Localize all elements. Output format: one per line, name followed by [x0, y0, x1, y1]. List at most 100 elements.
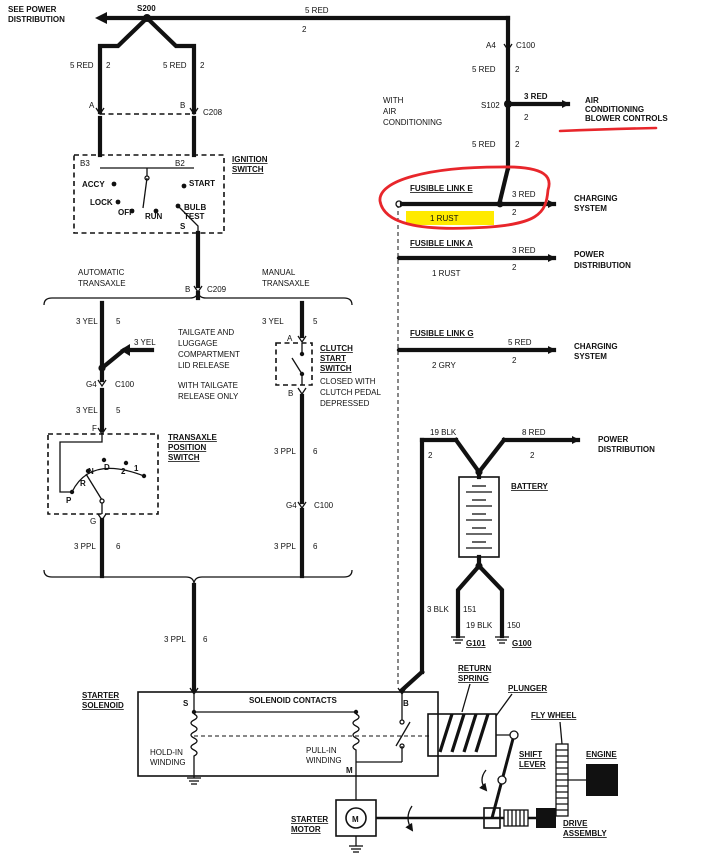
red-underline-annotation [558, 126, 658, 133]
clutch-note: CLUTCH PEDAL [320, 388, 381, 397]
wire-number: 150 [507, 621, 521, 630]
wire-number: 5 [313, 317, 318, 326]
wire-number: 2 [428, 451, 433, 460]
connector-c208-label: C208 [203, 108, 223, 117]
with-tailgate-note: WITH TAILGATE [178, 381, 238, 390]
starter-motor-label: STARTER [291, 815, 328, 824]
pull-in-winding-coil [352, 713, 360, 762]
with-ac-note: WITH [383, 96, 404, 105]
connector-b-label: B [180, 101, 185, 110]
hold-in-winding-label-2: WINDING [150, 758, 186, 767]
plunger-label: PLUNGER [508, 684, 547, 693]
wire-label: 3 RED [524, 92, 548, 101]
wire-number: 2 [530, 451, 535, 460]
terminal-b-label: B [403, 699, 409, 708]
wire-label: 5 RED [508, 338, 532, 347]
return-spring-label: RETURN [458, 664, 492, 673]
terminal-s-label: S [183, 699, 189, 708]
ac-blower-controls-label-3: BLOWER CONTROLS [585, 114, 668, 123]
wire-number: 2 [302, 25, 307, 34]
ignition-position-test: TEST [184, 212, 205, 221]
pull-in-winding-label-2: WINDING [306, 756, 342, 765]
clutch-start-switch-title: SWITCH [320, 364, 352, 373]
transaxle-section: AUTOMATIC TRANSAXLE MANUAL TRANSAXLE 3 Y… [43, 268, 381, 693]
power-distribution-label-2: DISTRIBUTION [574, 261, 631, 270]
wire-label: 3 PPL [274, 542, 296, 551]
ignition-position-start: START [189, 179, 215, 188]
wire-number: 2 [512, 356, 517, 365]
battery-cells [466, 485, 492, 549]
wire-label: 5 RED [163, 61, 187, 70]
clutch-note: CLOSED WITH [320, 377, 376, 386]
solenoid-housing [137, 691, 439, 777]
wire-label: 3 PPL [274, 447, 296, 456]
connector-c100-label: C100 [115, 380, 135, 389]
ground-icon [349, 845, 363, 853]
wire-label: 19 BLK [430, 428, 457, 437]
see-power-distribution-label: SEE POWER [8, 5, 57, 14]
wire-number: 2 [515, 65, 520, 74]
tailgate-release-label: COMPARTMENT [178, 350, 240, 359]
connector-f-label: F [92, 424, 97, 433]
engine-label: ENGINE [586, 750, 617, 759]
wire-number: 6 [116, 542, 121, 551]
tailgate-release-label: LID RELEASE [178, 361, 230, 370]
yellow-highlight [406, 211, 494, 225]
wire-label: 3 YEL [134, 338, 156, 347]
terminal-b2-label: B2 [175, 159, 185, 168]
ignition-position-bulb: BULB [184, 203, 206, 212]
engine-icon [586, 764, 618, 796]
wire-label: 3 YEL [76, 406, 98, 415]
fusible-link-a-label: FUSIBLE LINK A [410, 239, 473, 248]
fusible-link-e-label: FUSIBLE LINK E [410, 184, 473, 193]
top-power-feed: SEE POWER DISTRIBUTION S200 5 RED 2 5 RE… [8, 4, 511, 158]
ignition-switch-title: IGNITION [232, 155, 268, 164]
connector-a-label: A [287, 334, 293, 343]
connector-a4-label: A4 [486, 41, 496, 50]
ac-blower-controls-label: AIR [585, 96, 599, 105]
gear-p-label: P [66, 496, 72, 505]
splice-s102-label: S102 [481, 101, 500, 110]
starter-solenoid-label-2: SOLENOID [82, 701, 124, 710]
connector-c100-label: C100 [314, 501, 334, 510]
gear-r-label: R [80, 479, 86, 488]
clutch-start-switch-title: START [320, 354, 346, 363]
shift-lever-label: SHIFT [519, 750, 542, 759]
drive-assembly-label-2: ASSEMBLY [563, 829, 607, 838]
wire-number: 2 [512, 208, 517, 217]
ignition-position-run: RUN [145, 212, 163, 221]
starter-solenoid: STARTER SOLENOID S B SOLENOID CONTACTS H… [82, 664, 618, 853]
wire-label: 5 RED [472, 140, 496, 149]
fly-wheel-label: FLY WHEEL [531, 711, 576, 720]
wire-label: 3 RED [512, 246, 536, 255]
wire-number: 6 [313, 542, 318, 551]
manual-transaxle-label-2: TRANSAXLE [262, 279, 310, 288]
wire-number: 2 [524, 113, 529, 122]
charging-system-label: CHARGING [574, 342, 618, 351]
connector-g4-label: G4 [286, 501, 297, 510]
fusible-link-g-label: FUSIBLE LINK G [410, 329, 474, 338]
wire-label: 3 PPL [74, 542, 96, 551]
charging-system-label-2: SYSTEM [574, 204, 607, 213]
power-distribution-label: POWER [574, 250, 604, 259]
wire-number: 6 [203, 635, 208, 644]
automatic-transaxle-label-2: TRANSAXLE [78, 279, 126, 288]
wire-number: 5 [116, 406, 121, 415]
drive-assembly-icon [536, 808, 556, 828]
ignition-switch-blade [142, 177, 148, 209]
with-ac-note-2: AIR [383, 107, 397, 116]
ac-branch: A4 C100 5 RED 2 S102 3 RED 2 AIR CONDITI… [383, 41, 668, 171]
position-switch-title: TRANSAXLE [168, 433, 218, 442]
gear-2-label: 2 [121, 467, 126, 476]
wire-label: 3 RED [512, 190, 536, 199]
connector-c209-label: C209 [207, 285, 227, 294]
solenoid-contacts-label: SOLENOID CONTACTS [249, 696, 338, 705]
connector-c100-label: C100 [516, 41, 536, 50]
starter-solenoid-label: STARTER [82, 691, 119, 700]
clutch-note: DEPRESSED [320, 399, 370, 408]
gear-d-label: D [104, 463, 110, 472]
position-switch-title: SWITCH [168, 453, 200, 462]
ignition-position-lock: LOCK [90, 198, 113, 207]
ground-g101-label: G101 [466, 639, 486, 648]
wire-label: 3 PPL [164, 635, 186, 644]
